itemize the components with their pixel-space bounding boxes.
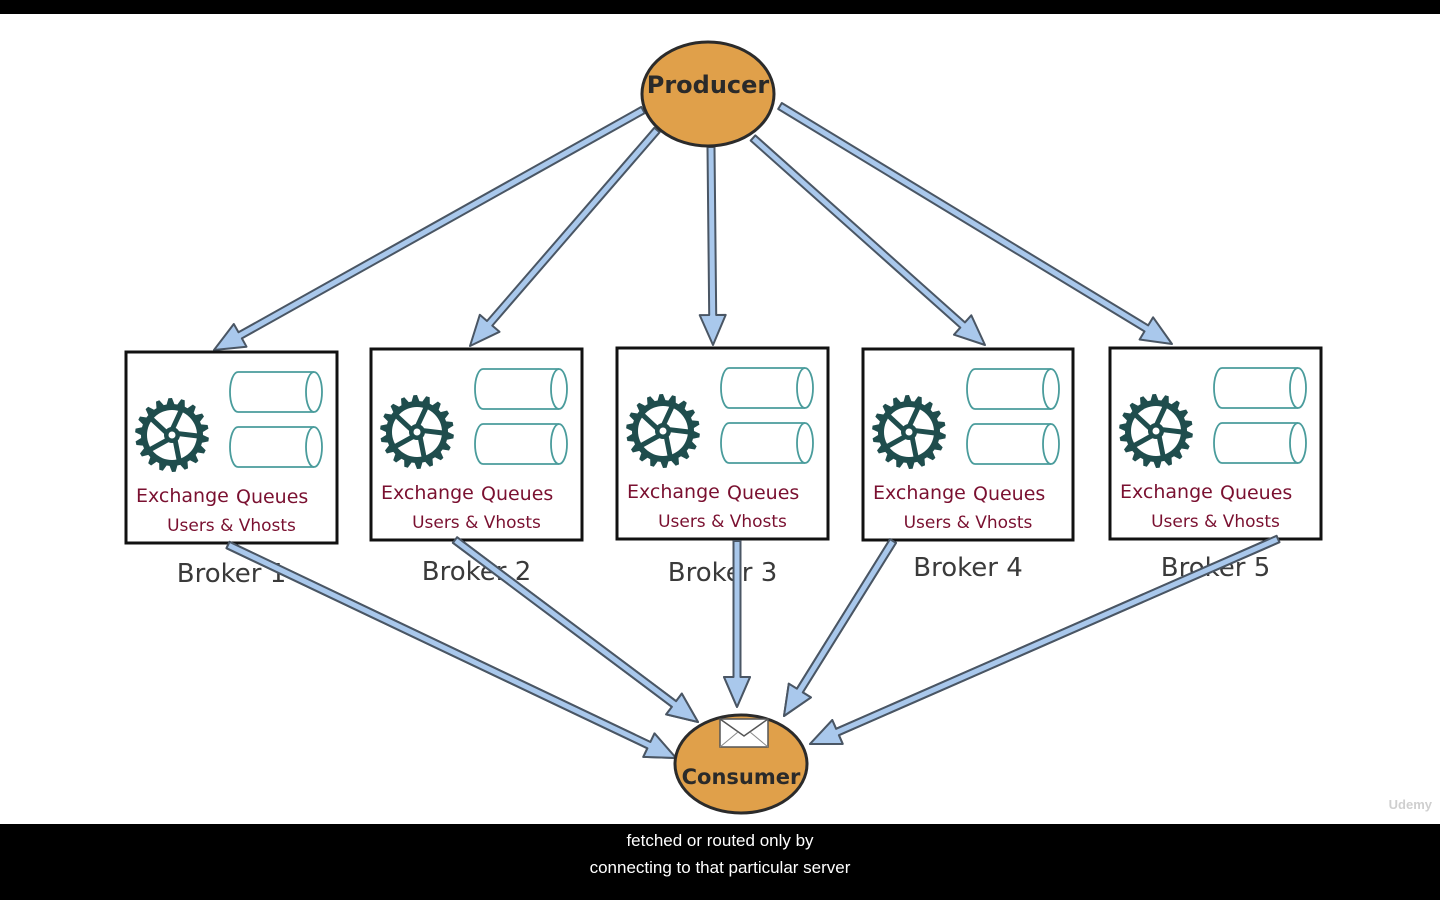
flow-arrow [469,126,661,347]
broker-title: Broker 3 [668,558,777,588]
producer-node: Producer [640,40,776,148]
consumer-label: Consumer [682,765,801,789]
watermark-logo: Udemy [1388,797,1432,812]
gear-icon [1119,394,1193,468]
gear-icon [135,398,209,472]
queues-label: Queues [236,486,308,508]
envelope-icon [719,718,769,748]
flow-arrow [213,105,646,351]
producer-label: Producer [647,71,770,99]
queue-icon [229,371,323,413]
users-vhosts-label: Users & Vhosts [167,516,296,536]
gear-icon [872,395,946,469]
arrows-overlay [225,534,1281,759]
queue-icon [1213,422,1307,464]
users-vhosts-label: Users & Vhosts [1151,512,1280,532]
exchange-label: Exchange [1120,481,1213,503]
queue-icon [474,423,568,465]
caption-line-2: connecting to that particular server [589,858,851,877]
flow-arrow [809,534,1281,745]
gear-icon [626,394,700,468]
queues-label: Queues [973,483,1045,505]
queue-icon [474,368,568,410]
flow-arrow [225,540,677,759]
gear-icon [380,395,454,469]
flow-arrow [451,536,699,723]
queue-icon [966,368,1060,410]
queues-label: Queues [481,483,553,505]
queue-icon [229,426,323,468]
users-vhosts-label: Users & Vhosts [412,513,541,533]
queue-icon [1213,367,1307,409]
queue-icon [720,367,814,409]
queue-icon [966,423,1060,465]
flow-arrow [698,146,727,346]
exchange-label: Exchange [873,482,966,504]
flow-arrow [777,102,1173,345]
queues-label: Queues [727,482,799,504]
flow-arrow [783,538,897,717]
exchange-label: Exchange [381,482,474,504]
queue-icon [720,422,814,464]
top-letterbox-bar [0,0,1440,14]
queues-label: Queues [1220,482,1292,504]
users-vhosts-label: Users & Vhosts [904,513,1033,533]
exchange-label: Exchange [136,485,229,507]
consumer-node: Consumer [673,713,809,815]
flow-arrow [723,540,751,708]
exchange-label: Exchange [627,481,720,503]
subtitle-caption: fetched or routed only by connecting to … [0,824,1440,900]
flow-arrow [749,134,986,346]
broker-title: Broker 4 [913,553,1022,583]
users-vhosts-label: Users & Vhosts [658,512,787,532]
caption-line-1: fetched or routed only by [626,831,814,850]
